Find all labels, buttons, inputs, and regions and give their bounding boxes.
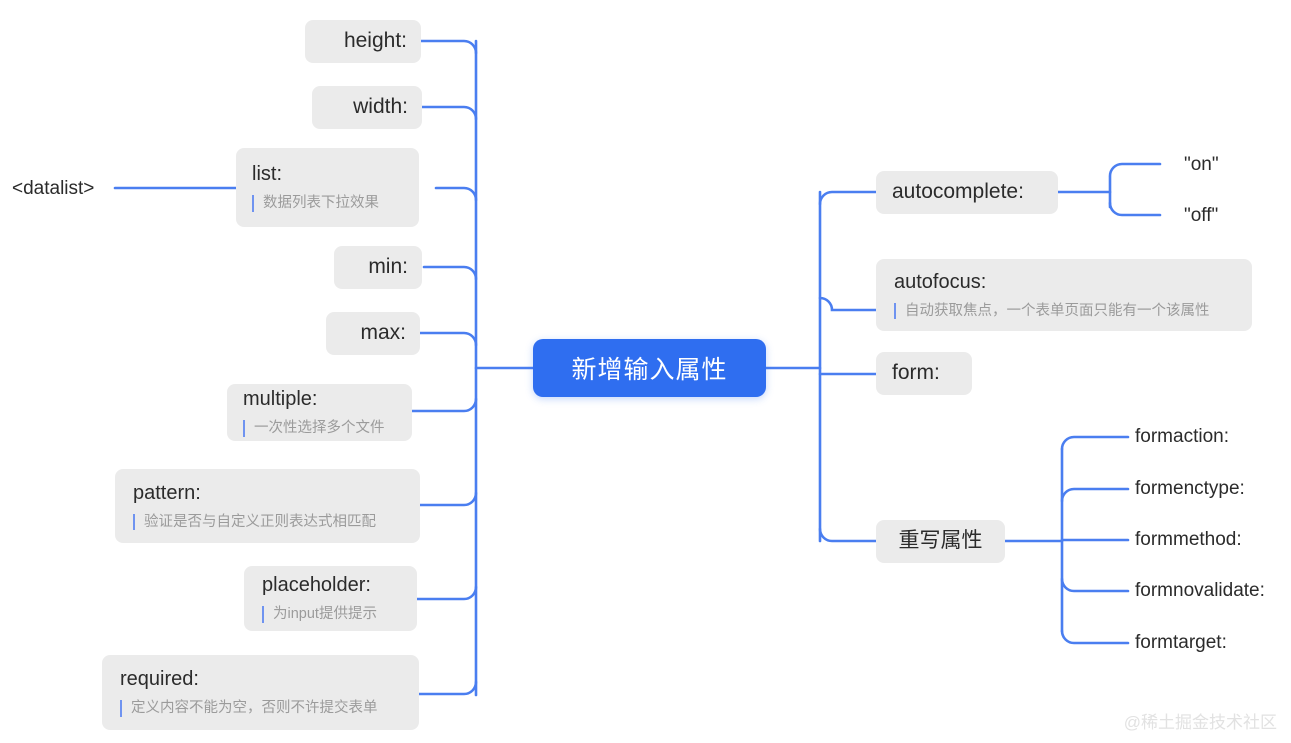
node-width[interactable]: width: <box>312 86 422 129</box>
node-formnovalidate[interactable]: formnovalidate: <box>1135 581 1265 600</box>
node-formenctype-label: formenctype: <box>1135 478 1245 499</box>
root-node[interactable]: 新增输入属性 <box>533 339 766 397</box>
node-max-label: max: <box>360 321 406 345</box>
node-override-attributes-label: 重写属性 <box>898 529 983 553</box>
node-required-label: required: <box>120 668 199 691</box>
node-placeholder[interactable]: placeholder: 为input提供提示 <box>244 566 417 631</box>
node-list-note: 数据列表下拉效果 <box>252 194 403 213</box>
node-width-label: width: <box>353 95 408 119</box>
node-autocomplete-off[interactable]: "off" <box>1184 206 1218 225</box>
node-autofocus-label: autofocus: <box>894 270 987 293</box>
node-formenctype[interactable]: formenctype: <box>1135 479 1245 498</box>
node-required[interactable]: required: 定义内容不能为空，否则不许提交表单 <box>102 655 419 730</box>
node-multiple[interactable]: multiple: 一次性选择多个文件 <box>227 384 412 441</box>
node-multiple-label: multiple: <box>243 388 318 411</box>
node-formaction[interactable]: formaction: <box>1135 427 1229 446</box>
node-pattern-note: 验证是否与自定义正则表达式相匹配 <box>133 513 402 532</box>
node-pattern[interactable]: pattern: 验证是否与自定义正则表达式相匹配 <box>115 469 420 543</box>
node-height[interactable]: height: <box>305 20 421 63</box>
node-formmethod-label: formmethod: <box>1135 529 1242 550</box>
node-required-note: 定义内容不能为空，否则不许提交表单 <box>120 699 401 718</box>
node-formmethod[interactable]: formmethod: <box>1135 530 1242 549</box>
node-formtarget-label: formtarget: <box>1135 632 1227 653</box>
node-formaction-label: formaction: <box>1135 426 1229 447</box>
node-placeholder-label: placeholder: <box>262 574 371 597</box>
node-override-attributes[interactable]: 重写属性 <box>876 520 1005 563</box>
node-pattern-label: pattern: <box>133 481 201 504</box>
node-form[interactable]: form: <box>876 352 972 395</box>
node-autocomplete-off-label: "off" <box>1184 205 1219 226</box>
node-list-label: list: <box>252 163 282 186</box>
node-autocomplete-on-label: "on" <box>1184 154 1219 175</box>
node-autofocus-note: 自动获取焦点，一个表单页面只能有一个该属性 <box>894 302 1234 321</box>
root-node-label: 新增输入属性 <box>571 356 728 384</box>
node-formnovalidate-label: formnovalidate: <box>1135 580 1265 601</box>
node-list[interactable]: list: 数据列表下拉效果 <box>236 148 419 227</box>
node-min[interactable]: min: <box>334 246 422 289</box>
node-min-label: min: <box>368 255 408 279</box>
node-form-label: form: <box>892 361 940 385</box>
node-datalist[interactable]: <datalist> <box>12 179 94 198</box>
node-autofocus[interactable]: autofocus: 自动获取焦点，一个表单页面只能有一个该属性 <box>876 259 1252 331</box>
node-formtarget[interactable]: formtarget: <box>1135 633 1227 652</box>
node-max[interactable]: max: <box>326 312 420 355</box>
node-placeholder-note: 为input提供提示 <box>262 605 399 624</box>
node-height-label: height: <box>343 29 407 53</box>
node-datalist-label: <datalist> <box>12 178 95 199</box>
watermark: @稀土掘金技术社区 <box>1123 713 1277 732</box>
node-autocomplete-label: autocomplete: <box>892 180 1024 204</box>
node-multiple-note: 一次性选择多个文件 <box>243 419 396 438</box>
node-autocomplete[interactable]: autocomplete: <box>876 171 1058 214</box>
node-autocomplete-on[interactable]: "on" <box>1184 155 1219 174</box>
